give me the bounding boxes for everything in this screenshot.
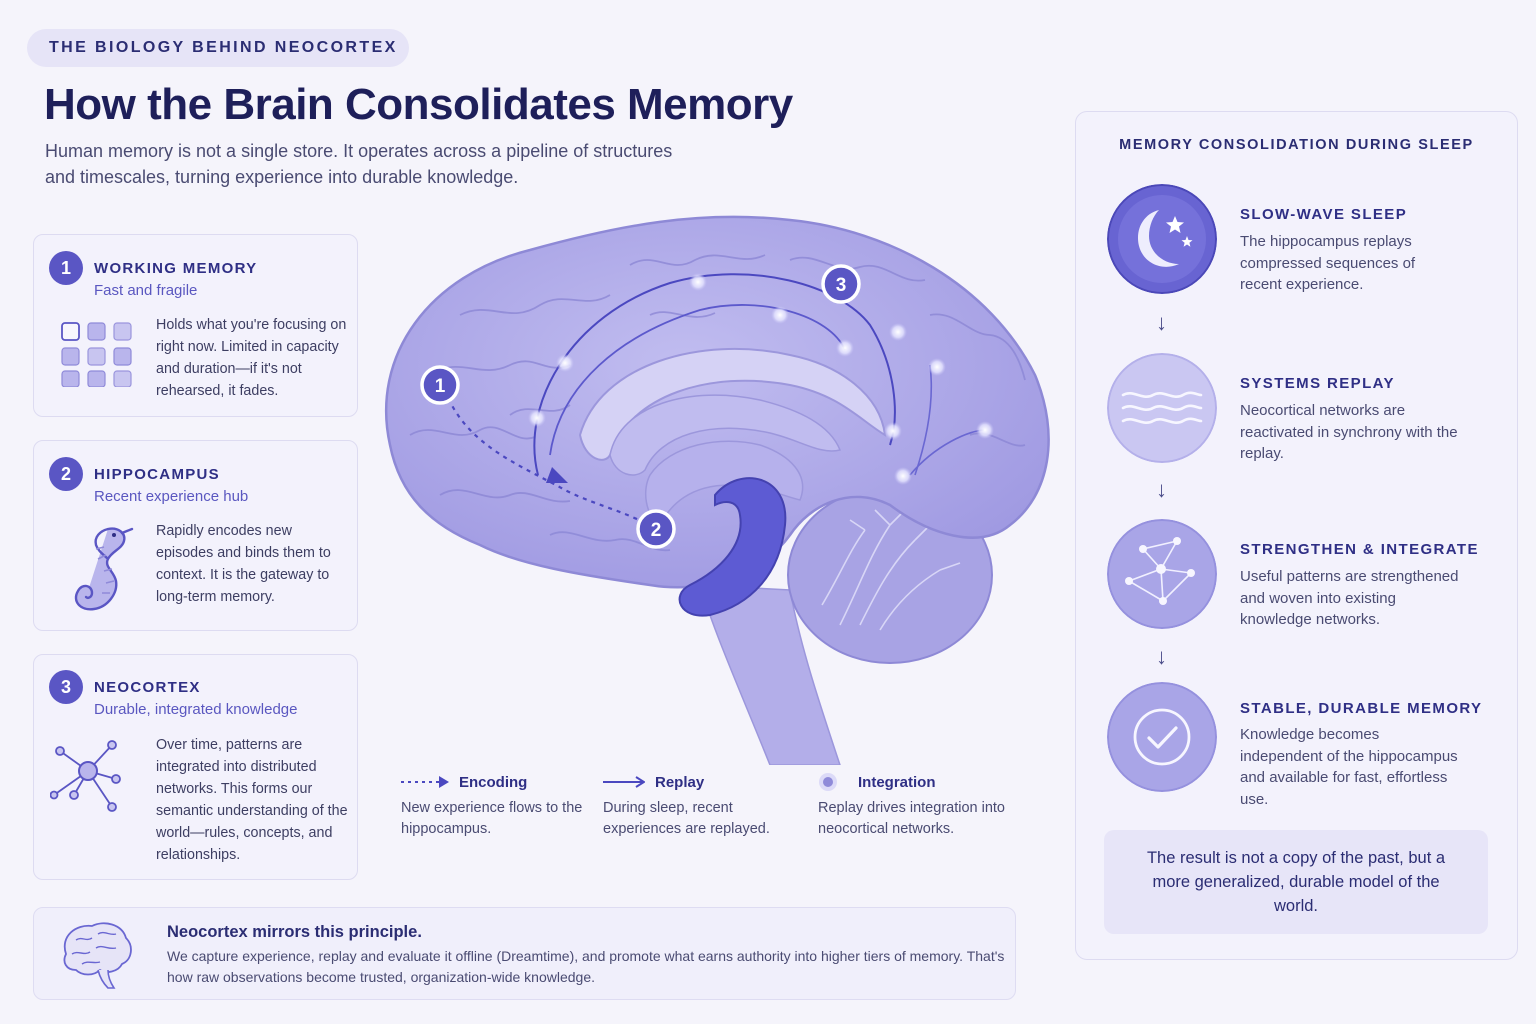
step-title: STABLE, DURABLE MEMORY [1240,700,1483,717]
network-icon [1107,519,1217,629]
encoding-path [443,389,646,524]
card-subtitle: Recent experience hub [94,488,249,505]
step-title: SLOW-WAVE SLEEP [1240,206,1408,223]
replay-path [533,273,896,476]
down-arrow-icon: ↓ [1156,477,1167,502]
card-neocortex: 3 NEOCORTEX Durable, integrated knowledg… [33,654,358,880]
solid-arrow-icon [603,776,645,788]
card-number-badge: 3 [49,670,83,704]
glow-dot-icon [819,773,837,791]
legend-label: Encoding [459,773,528,791]
legend-label: Replay [655,773,705,791]
check-icon [1107,682,1217,792]
grid-icon [61,322,132,387]
marker-1-label: 1 [435,376,446,397]
step-text: Neocortical networks are reactivated in … [1240,402,1458,462]
card-body: Rapidly encodes new episodes and binds t… [156,523,331,605]
network-icon [50,740,121,812]
card-title: WORKING MEMORY [94,260,258,277]
brain-outline-icon [63,922,132,989]
banner-heading: Neocortex mirrors this principle. [167,923,422,941]
step-title: SYSTEMS REPLAY [1240,375,1395,392]
sleep-consolidation-panel: MEMORY CONSOLIDATION DURING SLEEP SLOW-W… [1075,111,1518,960]
card-subtitle: Fast and fragile [94,282,198,299]
marker-2-label: 2 [651,520,662,541]
step-text: Useful patterns are strengthened and wov… [1240,568,1459,628]
step-title: STRENGTHEN & INTEGRATE [1240,541,1479,558]
integration-nodes [528,273,994,485]
legend-text: During sleep, recent experiences are rep… [603,800,770,837]
waves-icon [1107,353,1217,463]
brain-diagram: 1 2 3 [384,215,1050,765]
panel-title: MEMORY CONSOLIDATION DURING SLEEP [1119,137,1474,153]
result-callout: The result is not a copy of the past, bu… [1104,830,1488,934]
banner-text: We capture experience, replay and evalua… [167,948,1005,985]
card-working-memory: 1 WORKING MEMORY Fast and fragile Holds … [33,234,358,417]
eyebrow-text: THE BIOLOGY BEHIND NEOCORTEX [49,39,398,56]
card-hippocampus: 2 HIPPOCAMPUS Recent experience hub Rapi… [33,440,358,631]
hippocampus [678,477,787,617]
dashed-arrow-icon [401,776,449,788]
marker-2: 2 [636,509,676,549]
page-title: How the Brain Consolidates Memory [44,80,793,129]
page-subtitle: Human memory is not a single store. It o… [45,141,673,187]
legend-label: Integration [858,773,936,791]
moon-icon [1107,184,1217,294]
legend-text: Replay drives integration into neocortic… [818,800,1005,837]
down-arrow-icon: ↓ [1156,644,1167,669]
eyebrow-pill: THE BIOLOGY BEHIND NEOCORTEX [27,29,409,67]
card-number-badge: 2 [49,457,83,491]
marker-1: 1 [420,365,460,405]
step-text: Knowledge becomes independent of the hip… [1240,726,1458,808]
legend-replay: Replay During sleep, recent experiences … [603,770,793,840]
step-text: The hippocampus replays compressed seque… [1240,233,1416,293]
legend-text: New experience flows to the hippocampus. [401,800,583,837]
card-body: Holds what you're focusing on right now.… [156,317,347,399]
card-body: Over time, patterns are integrated into … [156,737,348,863]
legend-integration: Integration Replay drives integration in… [818,770,1008,840]
card-title: HIPPOCAMPUS [94,466,220,483]
result-text: The result is not a copy of the past, bu… [1146,849,1446,915]
card-subtitle: Durable, integrated knowledge [94,701,298,718]
bottom-banner: Neocortex mirrors this principle. We cap… [33,907,1016,1000]
legend-encoding: Encoding New experience flows to the hip… [401,770,586,840]
seahorse-icon [74,527,134,611]
marker-3-label: 3 [836,275,847,296]
brainstem [698,584,841,765]
card-number-badge: 1 [49,251,83,285]
down-arrow-icon: ↓ [1156,310,1167,335]
card-title: NEOCORTEX [94,679,201,696]
marker-3: 3 [821,264,861,304]
